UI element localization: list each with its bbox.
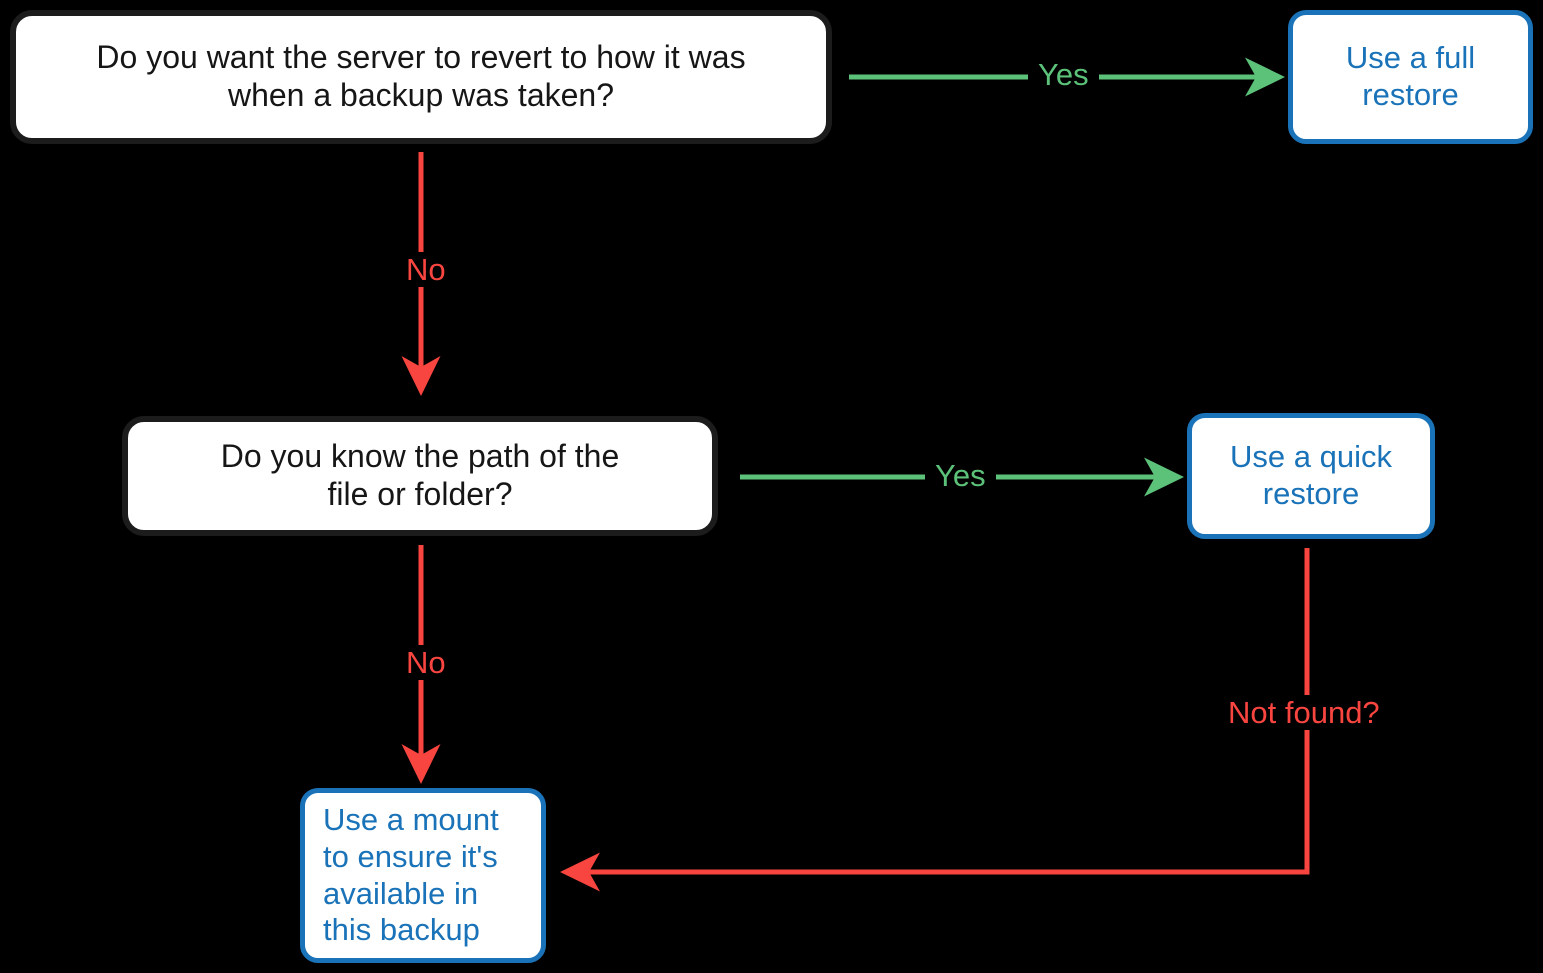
edge-label-not-found: Not found? (1218, 695, 1390, 730)
node-action-quick-restore[interactable]: Use a quick restore (1187, 413, 1435, 539)
node-quick-label: Use a quick restore (1230, 439, 1392, 511)
node-mount-label: Use a mount to ensure it's available in … (323, 802, 499, 948)
node-q2-label: Do you know the path of the file or fold… (220, 438, 620, 512)
edge-label-yes-full-restore: Yes (1028, 57, 1099, 92)
node-question-full-revert[interactable]: Do you want the server to revert to how … (10, 10, 832, 144)
node-action-full-restore[interactable]: Use a full restore (1288, 10, 1533, 144)
node-full-label: Use a full restore (1345, 40, 1476, 112)
edge-label-yes-quick-restore: Yes (925, 458, 996, 493)
edge-quick-mount (559, 548, 1310, 892)
edge-label-no-to-path-question: No (396, 252, 456, 287)
node-q1-label: Do you want the server to revert to how … (96, 39, 746, 113)
edge-label-no-to-mount: No (396, 645, 456, 680)
node-action-mount-backup[interactable]: Use a mount to ensure it's available in … (300, 788, 546, 963)
node-question-know-path[interactable]: Do you know the path of the file or fold… (122, 416, 718, 536)
